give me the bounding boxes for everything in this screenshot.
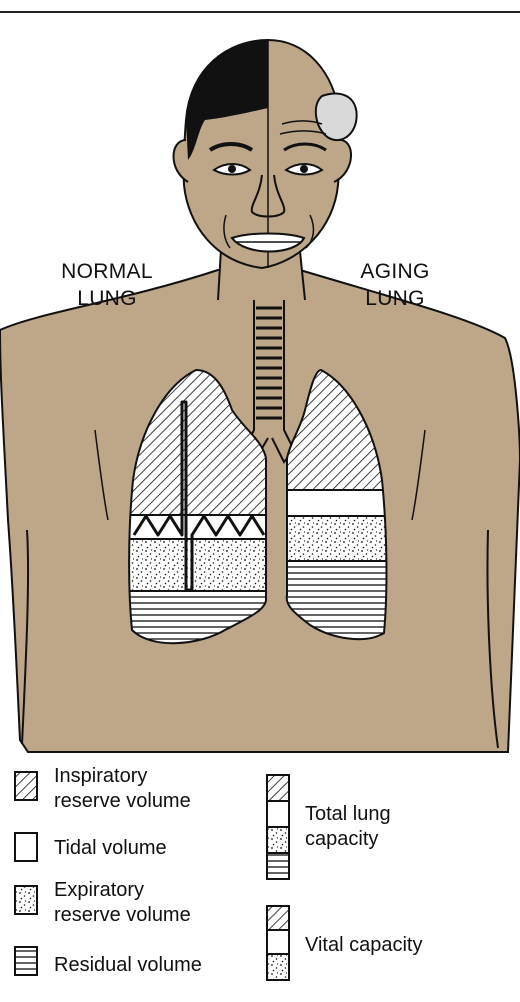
swatch-vital-capacity bbox=[267, 906, 289, 980]
swatch-expiratory-reserve bbox=[15, 886, 37, 914]
swatch-inspiratory-reserve bbox=[15, 772, 37, 800]
legend-residual: Residual volume bbox=[54, 953, 202, 978]
swatch-total-lung-capacity bbox=[267, 775, 289, 879]
legend-tlc-line2: capacity bbox=[305, 827, 391, 852]
aging-lung-label-line1: AGING bbox=[330, 258, 460, 285]
aging-lung-label: AGING LUNG bbox=[330, 258, 460, 312]
swatch-tidal bbox=[15, 833, 37, 861]
legend-total-lung-capacity: Total lung capacity bbox=[305, 802, 391, 852]
legend-expiratory-line2: reserve volume bbox=[54, 903, 191, 928]
legend-inspiratory-line2: reserve volume bbox=[54, 789, 191, 814]
legend-vital-capacity: Vital capacity bbox=[305, 933, 422, 958]
normal-lung-label-line1: NORMAL bbox=[42, 258, 172, 285]
swatch-residual bbox=[15, 947, 37, 975]
legend-inspiratory-reserve: Inspiratory reserve volume bbox=[54, 764, 191, 814]
legend-tidal: Tidal volume bbox=[54, 836, 167, 861]
legend-expiratory-reserve: Expiratory reserve volume bbox=[54, 878, 191, 928]
legend-expiratory-line1: Expiratory bbox=[54, 878, 191, 903]
legend-inspiratory-line1: Inspiratory bbox=[54, 764, 191, 789]
aging-lung-label-line2: LUNG bbox=[330, 285, 460, 312]
normal-lung-label-line2: LUNG bbox=[42, 285, 172, 312]
normal-lung-label: NORMAL LUNG bbox=[42, 258, 172, 312]
legend-tlc-line1: Total lung bbox=[305, 802, 391, 827]
